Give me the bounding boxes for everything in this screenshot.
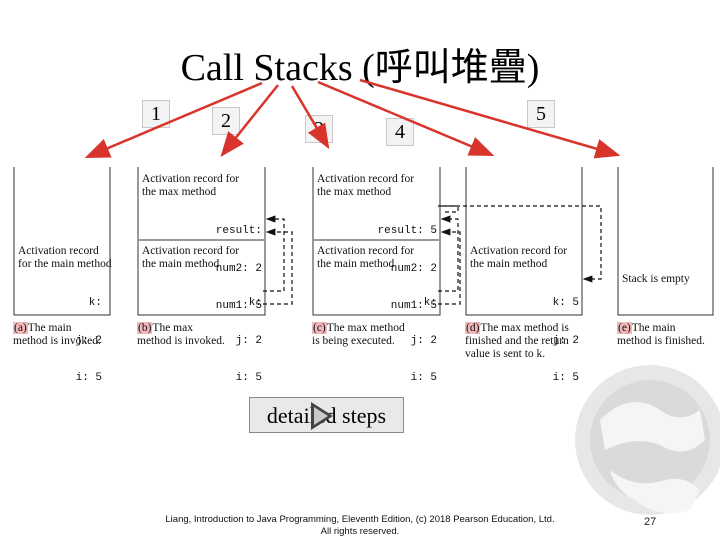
arrow-to-frame-a [84,81,263,159]
return-arrows [263,205,602,305]
frame-c-main-heading-line-1: Activation record for [317,245,415,257]
frame-b-max-heading-line-1: Activation record for [142,173,240,185]
frame-e-caption: (e)The main method is finished. [617,322,705,348]
frame-c-main-heading-line-2: the main method [317,258,395,270]
frame-c-var-i: i: 5 [410,372,437,384]
step-label-2: 2 [212,107,240,135]
frame-e-caption-line-2: method is finished. [617,335,705,347]
frame-d-heading-line-1: Activation record for [470,245,568,257]
frame-c-var-k: k: [423,297,437,309]
frame-b-var-result: result: [215,225,262,237]
frame-c-record-max-heading: Activation record for the max method [317,173,414,199]
frame-d-main-vars: k: 5 j: 2 i: 5 [470,272,579,397]
frame-d-caption-line-2: finished and the return [465,335,569,347]
frame-d-caption: (d)The max method is finished and the re… [465,322,569,361]
frame-b-caption-line-1: The max [152,322,193,334]
arrow-to-frame-c [290,85,330,150]
arrow-to-frame-d [317,80,495,157]
arrow-to-frame-e [359,78,621,159]
stack-wall-b [137,167,266,316]
frame-b-record-main-heading: Activation record for the main method [142,245,239,271]
page-number: 27 [644,516,657,528]
frame-b-max-heading-line-2: the max method [142,186,217,198]
step-label-5: 5 [527,100,555,128]
frame-a-heading-line-2: for the main method [18,258,112,270]
frame-c-caption: (c)The max method is being executed. [312,322,405,348]
footer-citation: Liang, Introduction to Java Programming,… [140,514,580,538]
frame-d-var-i: i: 5 [552,372,579,384]
slide-title: Call Stacks (呼叫堆疊) [180,47,540,89]
frame-d-caption-line-1: The max method is [480,322,569,334]
frame-a-heading-line-1: Activation record [18,245,99,257]
step-arrows [84,78,621,159]
frame-a-caption-line-2: method is invoked. [13,335,101,347]
frame-a-caption-line-1: The main [27,322,72,334]
frame-c-var-num2: num2: 2 [390,262,437,275]
frame-d-caption-line-3: value is sent to k. [465,348,546,360]
frame-c-record-main-heading: Activation record for the main method [317,245,414,271]
play-icon-inner [314,407,328,425]
frame-a-vars: k: j: 2 i: 5 [18,272,102,397]
stack-wall-d [465,167,583,316]
frame-d-record-main-heading: Activation record for the main method [470,245,567,271]
frame-e-empty-text: Stack is empty [622,273,690,285]
stack-wall-a [13,167,111,316]
footer-line-2: All rights reserved. [320,526,400,537]
frame-c-caption-tag: (c) [312,322,327,334]
frame-c-var-result: result: 5 [377,225,437,237]
frame-b-main-vars: k: j: 2 i: 5 [142,272,262,397]
frame-d-heading-line-2: the main method [470,258,548,270]
frame-a-var-j: j: 2 [75,334,102,347]
frame-e-caption-line-1: The main [631,322,676,334]
frame-b-caption-line-2: method is invoked. [137,335,225,347]
frame-c-caption-line-1: The max method [326,322,405,334]
globe-icon [575,365,720,515]
frame-b-var-i: i: 5 [235,372,262,384]
frame-b-max-vars: result: num2: 2 num1: 5 [142,200,262,325]
frame-c-caption-line-2: is being executed. [312,335,395,347]
frame-a-record-heading: Activation record for the main method [18,245,112,271]
frame-c-var-num1: num1: 5 [390,300,437,312]
frame-b-var-num1: num1: 5 [215,300,262,312]
frame-d-var-j: j: 2 [552,334,579,347]
frame-a-var-k: k: [88,297,102,309]
step-label-4: 4 [386,118,414,146]
stack-walls [13,167,714,316]
frame-a-caption-tag: (a) [13,322,28,334]
frame-b-caption: (b)The max method is invoked. [137,322,225,348]
frame-c-var-j: j: 2 [410,334,437,347]
frame-b-main-heading-line-2: the main method [142,258,220,270]
frame-c-max-heading-line-2: the max method [317,186,392,198]
frame-b-record-max-heading: Activation record for the max method [142,173,239,199]
stack-wall-c [312,167,441,316]
stack-wall-e [617,167,714,316]
arrow-to-frame-b [220,84,279,157]
frame-b-var-j: j: 2 [235,334,262,347]
frame-b-caption-tag: (b) [137,322,153,334]
frame-d-var-k: k: 5 [552,297,579,309]
frame-b-var-num2: num2: 2 [215,262,262,275]
frame-b-main-heading-line-1: Activation record for [142,245,240,257]
frame-c-max-heading-line-1: Activation record for [317,173,415,185]
frame-e-caption-tag: (e) [617,322,632,334]
frame-c-main-vars: k: j: 2 i: 5 [317,272,437,397]
frame-d-caption-tag: (d) [465,322,481,334]
frame-c-max-vars: result: 5 num2: 2 num1: 5 [317,200,437,325]
frame-a-caption: (a)The main method is invoked. [13,322,101,348]
footer-line-1: Liang, Introduction to Java Programming,… [165,514,555,525]
frame-a-var-i: i: 5 [75,372,102,384]
frame-b-var-k: k: [248,297,262,309]
